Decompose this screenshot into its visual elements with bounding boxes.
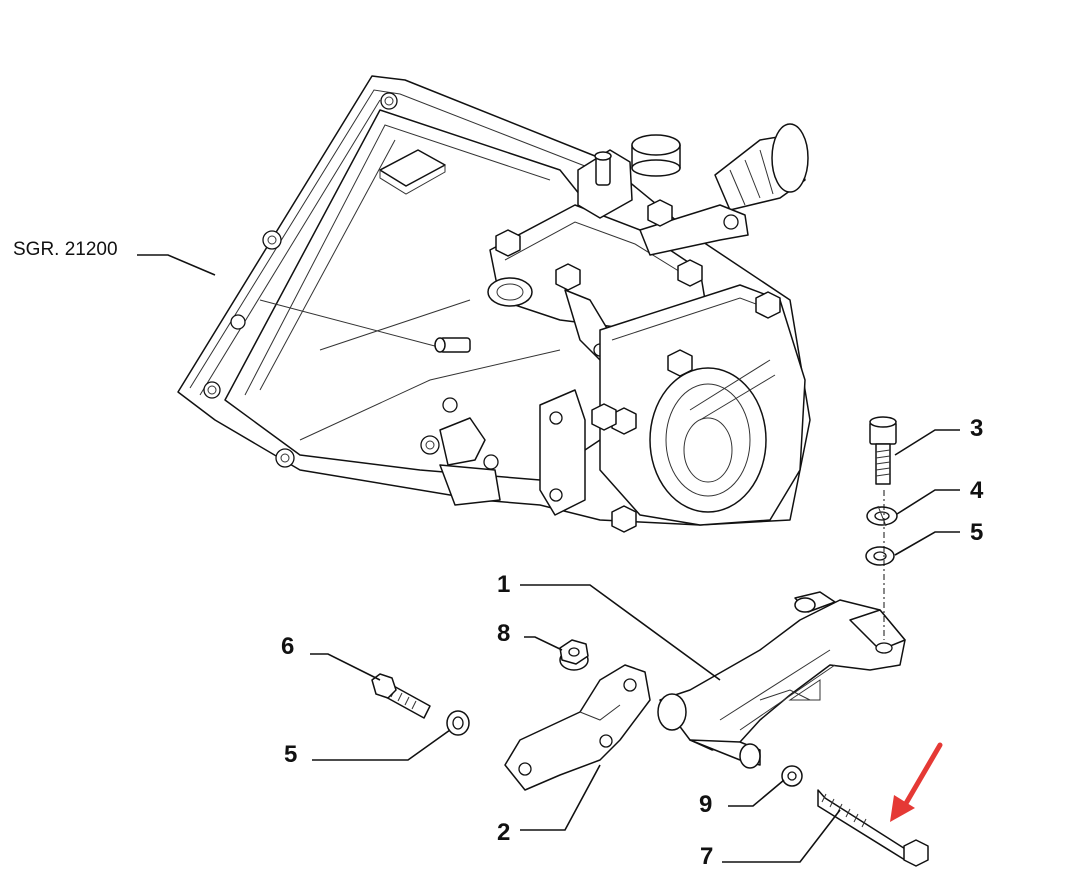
part-3-bolt <box>869 416 897 485</box>
callout-5-lower: 5 <box>284 741 297 768</box>
callout-8: 8 <box>497 620 510 647</box>
part-6-flange-bolt <box>371 673 431 719</box>
part-2-bracket-plate <box>504 664 651 791</box>
callout-3: 3 <box>970 415 983 442</box>
part-5-washer-upper <box>865 546 895 566</box>
part-8-flange-nut <box>559 639 589 671</box>
gearbox-housing <box>177 75 811 533</box>
callout-6: 6 <box>281 633 294 660</box>
part-9-washer <box>781 765 803 787</box>
leader-lines <box>137 254 960 863</box>
callout-5-upper: 5 <box>970 519 983 546</box>
callout-9: 9 <box>699 791 712 818</box>
highlight-arrow-icon <box>890 742 943 822</box>
callout-4: 4 <box>970 477 984 504</box>
part-4-spring-washer <box>866 505 898 527</box>
callout-1: 1 <box>497 571 510 598</box>
part-5-washer-lower <box>446 710 470 736</box>
assembly-reference-label: SGR. 21200 <box>13 239 118 260</box>
part-7-long-bolt <box>817 789 929 867</box>
callout-7: 7 <box>700 843 713 870</box>
part-1-mount-bracket <box>657 591 906 769</box>
callout-2: 2 <box>497 819 510 846</box>
